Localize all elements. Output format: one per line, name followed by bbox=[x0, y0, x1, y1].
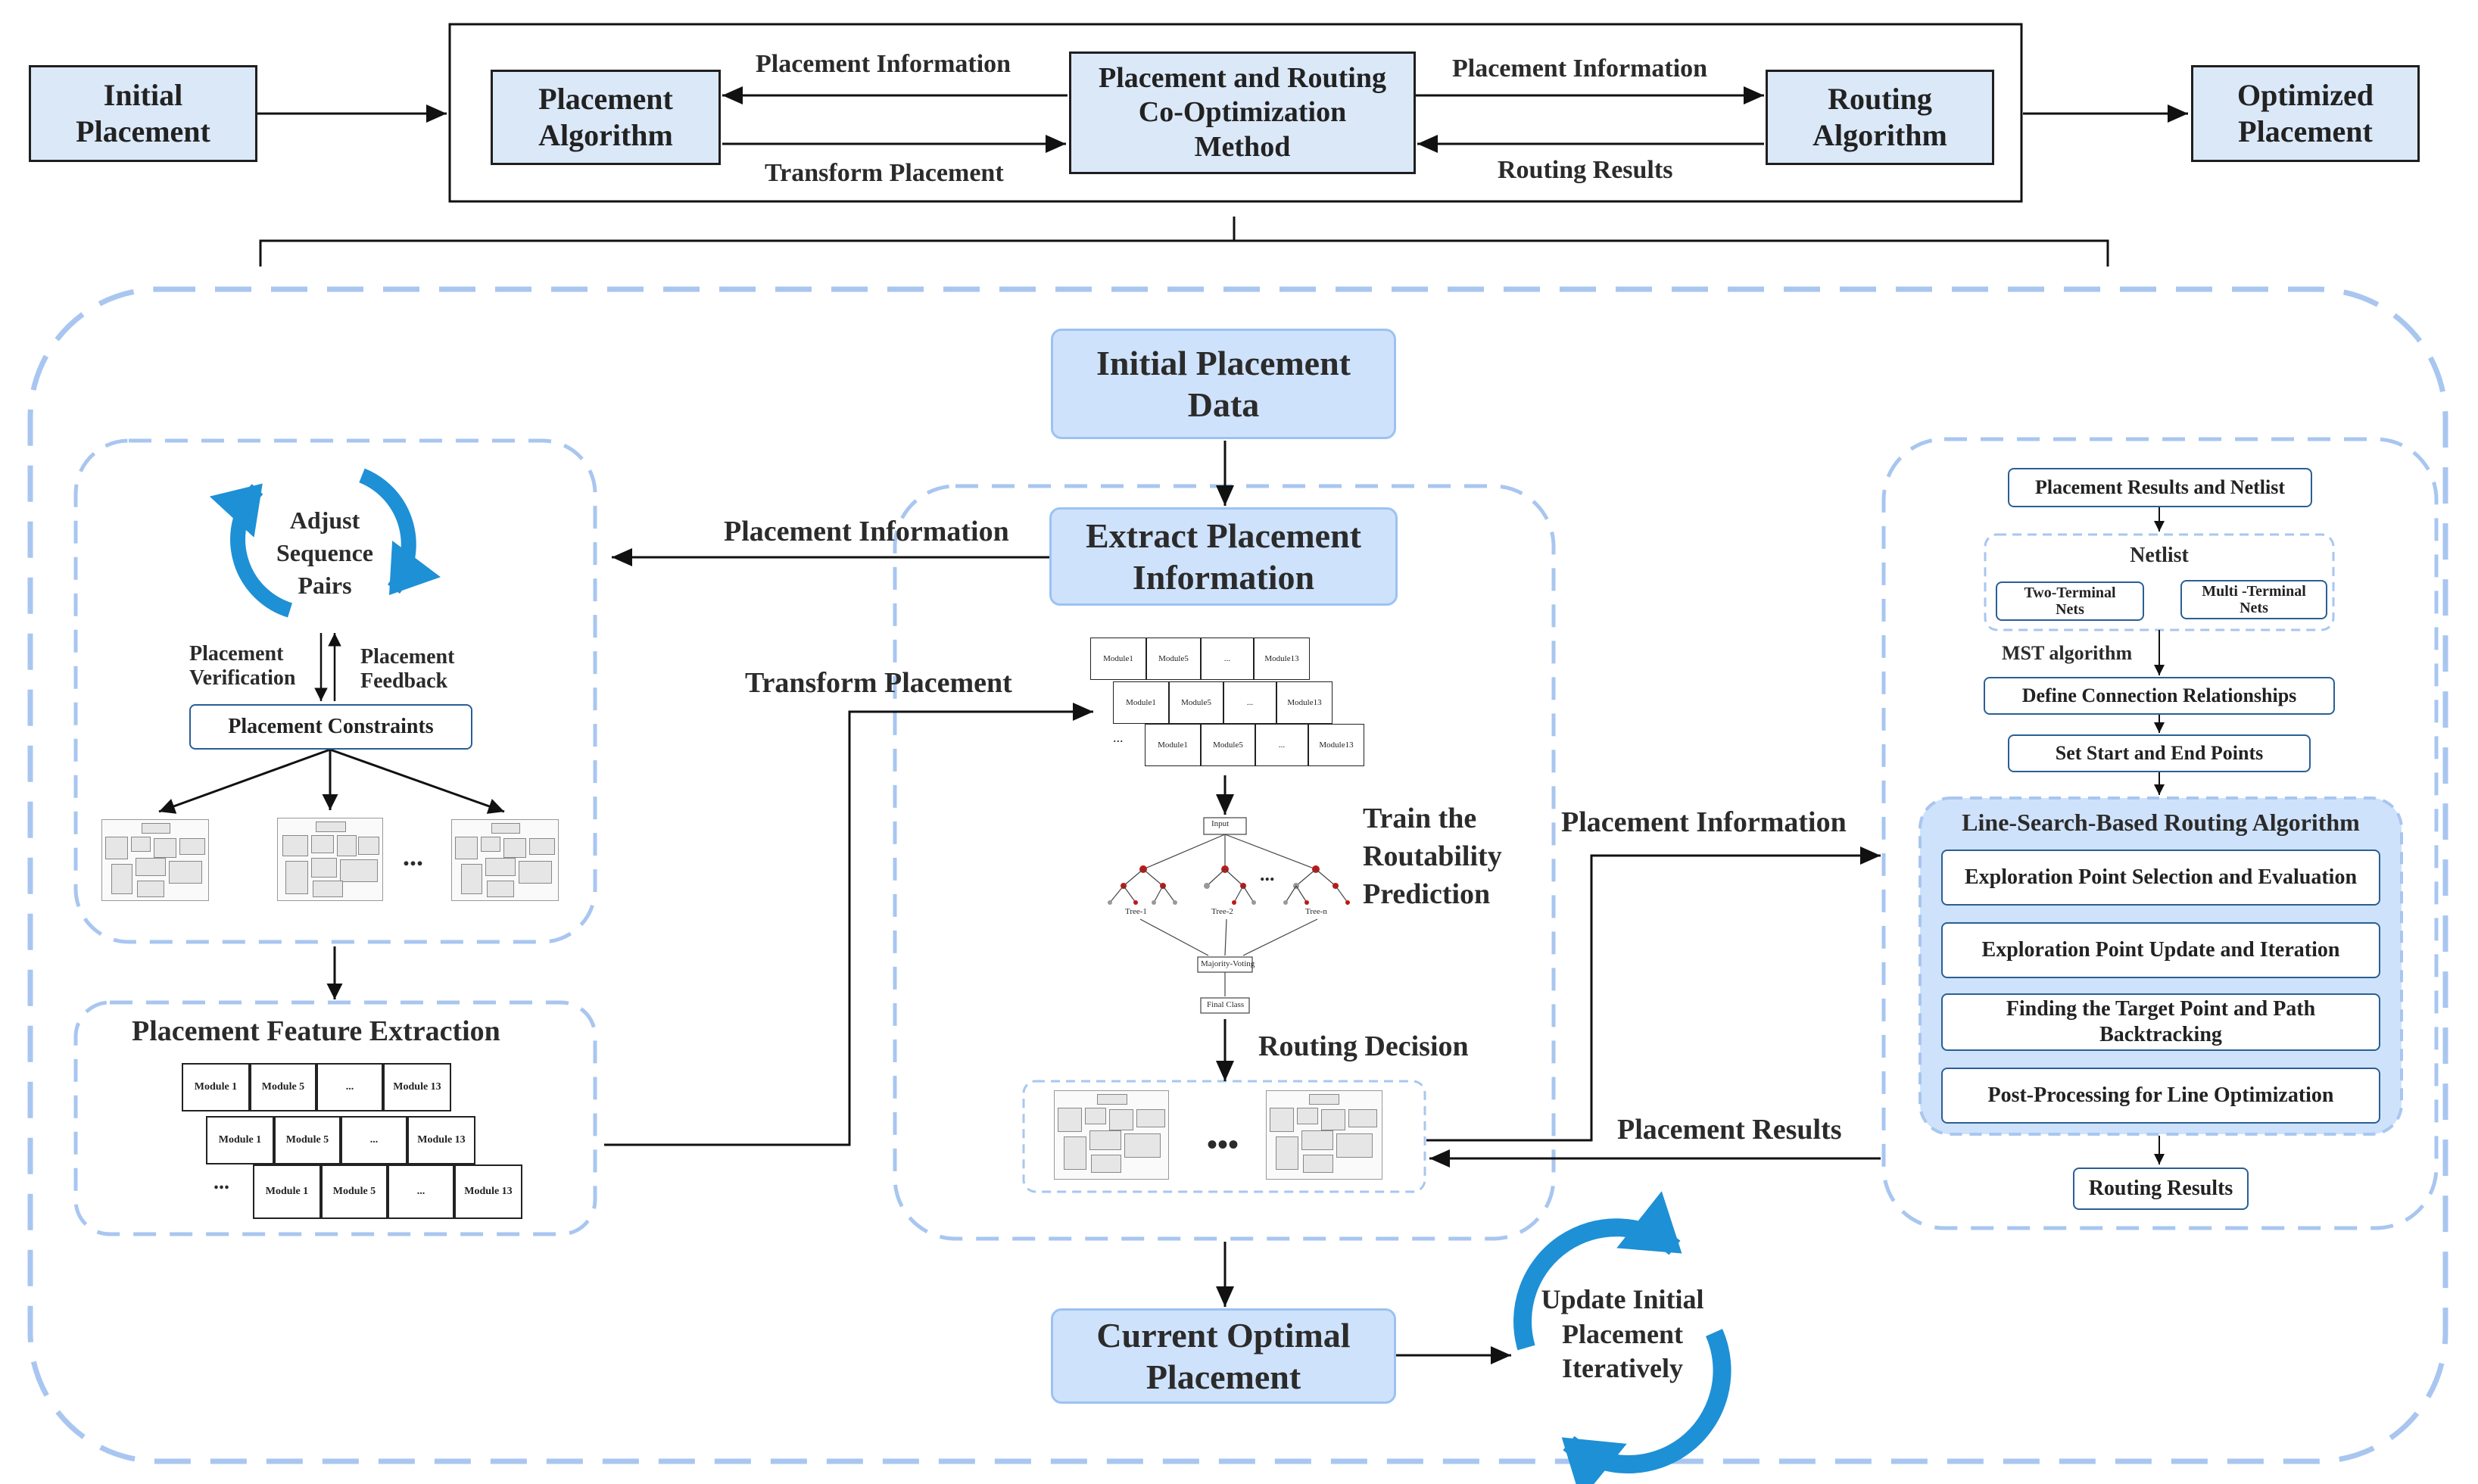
step-box: Exploration Point Selection and Evaluati… bbox=[1941, 850, 2380, 906]
arrow-placement-info-right bbox=[1426, 846, 1881, 1142]
tree-label: Tree-1 bbox=[1125, 907, 1147, 916]
feature-table-row: Module 1 Module 5 ... Module 13 bbox=[253, 1164, 522, 1219]
placement-algorithm-box: Placement Algorithm bbox=[491, 70, 721, 165]
step-box: Post-Processing for Line Optimization bbox=[1941, 1068, 2380, 1124]
placement-thumbnail bbox=[101, 819, 209, 901]
left-lower-region bbox=[73, 1000, 597, 1236]
label-placement-information-center: Placement Information bbox=[724, 516, 1009, 547]
adjust-sequence-pairs-label: Adjust Sequence Pairs bbox=[276, 507, 373, 600]
module-cell: Module1 bbox=[1145, 724, 1201, 766]
tree-input-label: Input bbox=[1211, 819, 1230, 828]
step-box: Finding the Target Point and Path Backtr… bbox=[1941, 993, 2380, 1051]
module-cell: ... bbox=[1201, 638, 1254, 680]
module-table-row: Module1 Module5 ... Module13 bbox=[1113, 681, 1333, 724]
module-cell: Module5 bbox=[1201, 724, 1255, 766]
co-optimization-box: Placement and Routing Co-Optimization Me… bbox=[1069, 51, 1416, 174]
module-cell: Module1 bbox=[1113, 681, 1169, 724]
feature-table-row: Module 1 Module 5 ... Module 13 bbox=[182, 1063, 451, 1111]
feature-cell: Module 13 bbox=[383, 1063, 451, 1111]
arrow-transform-placement bbox=[604, 703, 1093, 1146]
step-box: Exploration Point Update and Iteration bbox=[1941, 922, 2380, 978]
current-optimal-placement-box: Current Optimal Placement bbox=[1051, 1308, 1396, 1404]
feature-cell: Module 5 bbox=[250, 1063, 316, 1111]
placement-thumbnail bbox=[451, 819, 559, 901]
feature-cell: Module 5 bbox=[274, 1116, 341, 1164]
multi-terminal-nets-box: Multi -Terminal Nets bbox=[2180, 580, 2327, 619]
tree-ellipsis: ... bbox=[1260, 863, 1275, 885]
decision-ellipsis: ••• bbox=[1207, 1127, 1239, 1161]
label-placement-info-top-left: Placement Information bbox=[756, 50, 1011, 78]
module-row-ellipsis: ... bbox=[1113, 730, 1124, 745]
label-transform-placement-top: Transform Placement bbox=[765, 159, 1004, 187]
module-table-row: Module1 Module5 ... Module13 bbox=[1145, 724, 1364, 766]
tree-label: Tree-2 bbox=[1211, 907, 1233, 916]
two-terminal-nets-box: Two-Terminal Nets bbox=[1996, 581, 2144, 621]
label-routing-results-top: Routing Results bbox=[1498, 156, 1673, 184]
tree-final-label: Final Class bbox=[1207, 1000, 1245, 1009]
optimized-placement-box: Optimized Placement bbox=[2191, 65, 2420, 162]
feature-cell: Module 1 bbox=[253, 1164, 321, 1219]
feature-cell: Module 13 bbox=[454, 1164, 522, 1219]
placement-results-netlist-box: Placement Results and Netlist bbox=[2008, 468, 2312, 507]
update-cycle-arrows bbox=[1513, 1191, 1731, 1484]
netlist-label: Netlist bbox=[2130, 544, 2189, 567]
label-placement-information-right: Placement Information bbox=[1561, 806, 1847, 838]
define-connection-box: Define Connection Relationships bbox=[1984, 677, 2335, 715]
left-upper-region bbox=[73, 438, 597, 944]
feature-cell: ... bbox=[341, 1116, 407, 1164]
top-frame bbox=[448, 23, 2023, 203]
arrow-constraint-1 bbox=[158, 748, 331, 814]
module-cell: Module1 bbox=[1090, 638, 1146, 680]
placement-feedback-label: Placement Feedback bbox=[360, 645, 455, 693]
feature-table-row: Module 1 Module 5 ... Module 13 bbox=[206, 1116, 475, 1164]
tree-label: Tree-n bbox=[1305, 907, 1327, 916]
tree-majority-label: Majority-Voting bbox=[1201, 959, 1255, 968]
feature-cell: Module 5 bbox=[321, 1164, 388, 1219]
mst-algorithm-label: MST algorithm bbox=[2002, 642, 2133, 664]
module-cell: Module13 bbox=[1254, 638, 1310, 680]
module-cell: Module13 bbox=[1276, 681, 1333, 724]
decision-thumbnail bbox=[1266, 1090, 1382, 1180]
label-placement-results: Placement Results bbox=[1617, 1114, 1842, 1146]
outer-dashed-frame bbox=[27, 286, 2448, 1464]
routing-results-box: Routing Results bbox=[2073, 1168, 2249, 1210]
decision-thumbnail bbox=[1054, 1090, 1169, 1180]
placement-constraints-box: Placement Constraints bbox=[189, 704, 472, 750]
module-cell: Module13 bbox=[1308, 724, 1364, 766]
initial-placement-box: Initial Placement bbox=[29, 65, 257, 162]
module-cell: ... bbox=[1223, 681, 1276, 724]
feature-cell: Module 13 bbox=[407, 1116, 475, 1164]
routing-decision-label: Routing Decision bbox=[1258, 1030, 1469, 1062]
module-table-row: Module1 Module5 ... Module13 bbox=[1090, 638, 1310, 680]
extract-placement-info-box: Extract Placement Information bbox=[1049, 507, 1398, 606]
expansion-bracket bbox=[259, 217, 2109, 267]
placement-feature-extraction-title: Placement Feature Extraction bbox=[132, 1015, 500, 1047]
placement-thumbnail bbox=[277, 818, 383, 901]
initial-placement-data-box: Initial Placement Data bbox=[1051, 329, 1396, 439]
thumbnail-ellipsis: ... bbox=[403, 841, 423, 871]
update-initial-placement-label: Update Initial Placement Iteratively bbox=[1541, 1284, 1704, 1384]
module-cell: Module5 bbox=[1169, 681, 1223, 724]
module-cell: ... bbox=[1255, 724, 1308, 766]
label-transform-placement-center: Transform Placement bbox=[745, 667, 1012, 699]
placement-verification-label: Placement Verification bbox=[189, 642, 296, 690]
right-region bbox=[1881, 437, 2439, 1230]
feature-cell: Module 1 bbox=[206, 1116, 274, 1164]
arrow-constraint-3 bbox=[329, 748, 505, 814]
label-placement-info-top-right: Placement Information bbox=[1452, 55, 1708, 83]
routing-algorithm-box: Routing Algorithm bbox=[1766, 70, 1994, 165]
feature-cell: ... bbox=[388, 1164, 454, 1219]
feature-cell: Module 1 bbox=[182, 1063, 250, 1111]
feature-row-ellipsis: ... bbox=[214, 1171, 229, 1194]
module-cell: Module5 bbox=[1146, 638, 1201, 680]
set-start-end-box: Set Start and End Points bbox=[2008, 734, 2311, 772]
line-search-title: Line-Search-Based Routing Algorithm bbox=[1962, 809, 2360, 836]
adjust-cycle-arrows bbox=[209, 468, 441, 618]
feature-cell: ... bbox=[316, 1063, 383, 1111]
random-forest-illustration bbox=[1108, 817, 1350, 1014]
train-routability-label: Train the Routability Prediction bbox=[1363, 803, 1502, 911]
